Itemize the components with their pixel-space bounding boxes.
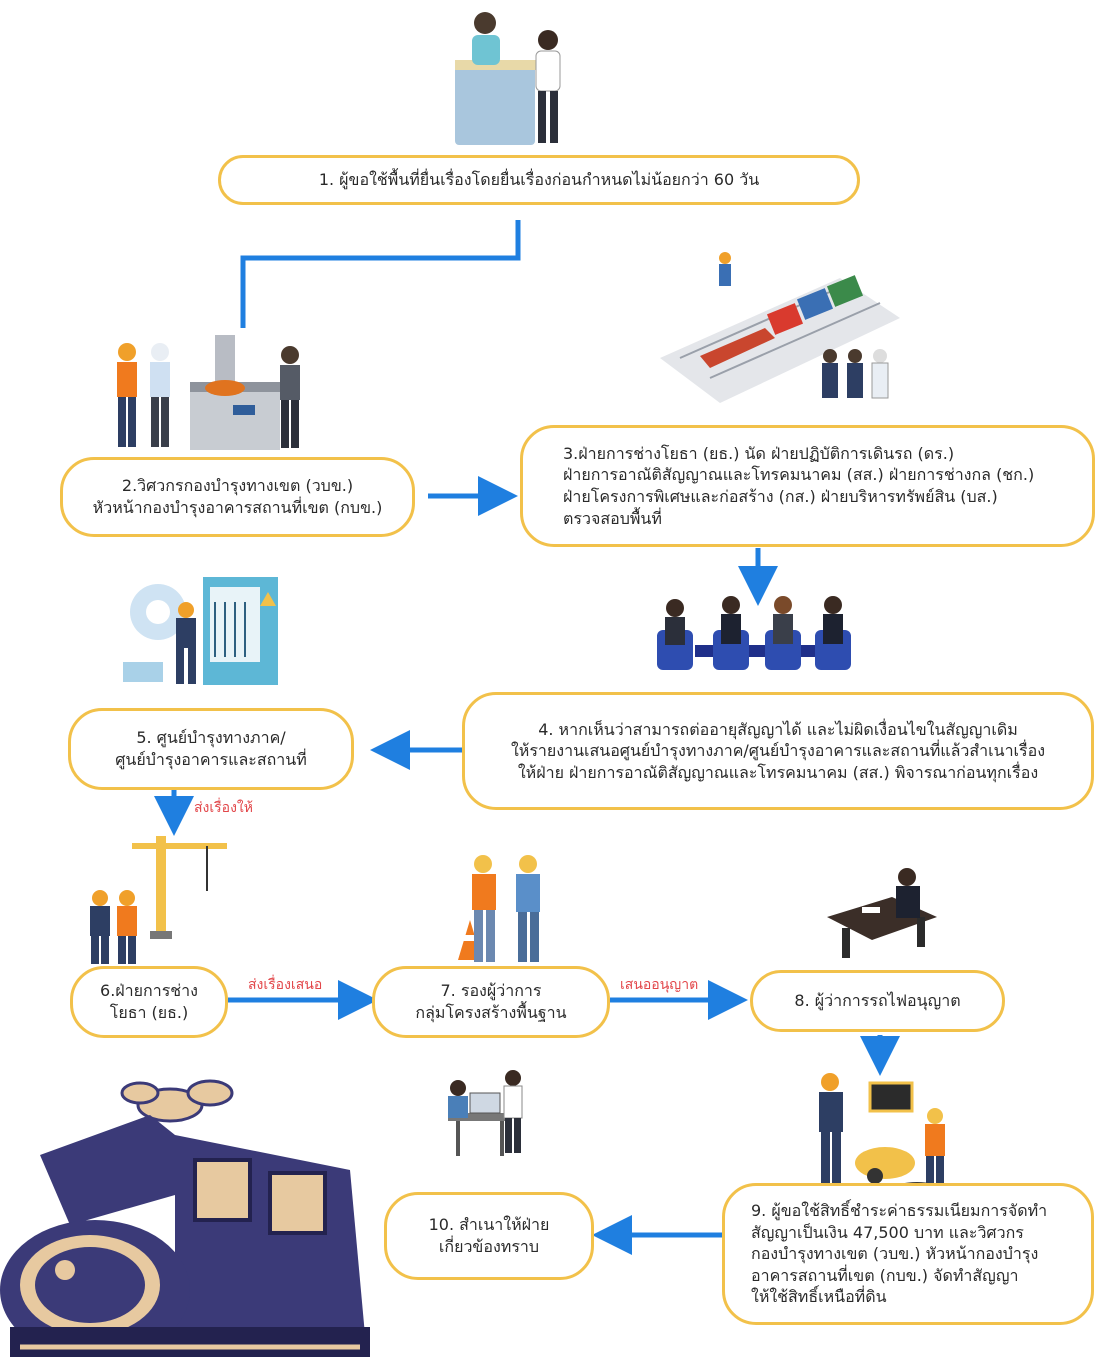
foremen-illustration — [458, 855, 540, 962]
step-3-text: 3.ฝ่ายการช่างโยธา (ยธ.) นัด ฝ่ายปฏิบัติก… — [563, 443, 1035, 528]
steam-locomotive-illustration — [0, 1079, 370, 1357]
label-propose-approve: เสนออนุญาต — [620, 977, 699, 993]
step-2-box: 2.วิศวกรกองบำรุงทางเขต (วบข.) หัวหน้ากอง… — [60, 457, 415, 537]
label-send-propose: ส่งเรื่องเสนอ — [248, 977, 323, 993]
step-6-box: 6.ฝ่ายการช่าง โยธา (ยธ.) — [70, 966, 228, 1038]
engineers-inspection-illustration — [117, 335, 300, 450]
railway-yard-illustration — [660, 252, 900, 403]
step-7-box: 7. รองผู้ว่าการ กลุ่มโครงสร้างพื้นฐาน — [372, 966, 610, 1038]
step-8-text: 8. ผู้ว่าการรถไฟอนุญาต — [794, 991, 961, 1011]
office-workers-illustration — [448, 1070, 523, 1156]
meeting-illustration — [657, 596, 851, 670]
roadwork-illustration — [819, 1073, 945, 1194]
step-5-text: 5. ศูนย์บำรุงทางภาค/ ศูนย์บำรุงอาคารและส… — [115, 728, 307, 769]
step-1-text: 1. ผู้ขอใช้พื้นที่ยื่นเรื่องโดยยื่นเรื่อ… — [318, 170, 760, 190]
step-10-box: 10. สำเนาให้ฝ่าย เกี่ยวข้องทราบ — [384, 1192, 594, 1280]
step-8-box: 8. ผู้ว่าการรถไฟอนุญาต — [750, 970, 1005, 1032]
step-5-box: 5. ศูนย์บำรุงทางภาค/ ศูนย์บำรุงอาคารและส… — [68, 708, 354, 790]
technician-equipment-illustration — [123, 577, 278, 685]
connector-1-2 — [240, 220, 521, 328]
step-3-box: 3.ฝ่ายการช่างโยธา (ยธ.) นัด ฝ่ายปฏิบัติก… — [520, 425, 1095, 547]
step-4-text: 4. หากเห็นว่าสามารถต่ออายุสัญญาได้ และไม… — [510, 719, 1046, 782]
step-1-box: 1. ผู้ขอใช้พื้นที่ยื่นเรื่องโดยยื่นเรื่อ… — [218, 155, 860, 205]
step-2-text: 2.วิศวกรกองบำรุงทางเขต (วบข.) หัวหน้ากอง… — [92, 476, 383, 517]
crane-workers-illustration — [90, 836, 227, 964]
service-counter-illustration — [455, 12, 561, 145]
step-4-box: 4. หากเห็นว่าสามารถต่ออายุสัญญาได้ และไม… — [462, 692, 1094, 810]
label-send-to: ส่งเรื่องให้ — [194, 800, 253, 816]
step-10-text: 10. สำเนาให้ฝ่าย เกี่ยวข้องทราบ — [428, 1215, 550, 1256]
step-7-text: 7. รองผู้ว่าการ กลุ่มโครงสร้างพื้นฐาน — [415, 981, 567, 1022]
step-6-text: 6.ฝ่ายการช่าง โยธา (ยธ.) — [100, 981, 198, 1022]
step-9-box: 9. ผู้ขอใช้สิทธิ์ชำระค่าธรรมเนียมการจัดท… — [722, 1183, 1094, 1325]
step-9-text: 9. ผู้ขอใช้สิทธิ์ชำระค่าธรรมเนียมการจัดท… — [751, 1201, 1048, 1307]
executive-desk-illustration — [827, 868, 937, 958]
